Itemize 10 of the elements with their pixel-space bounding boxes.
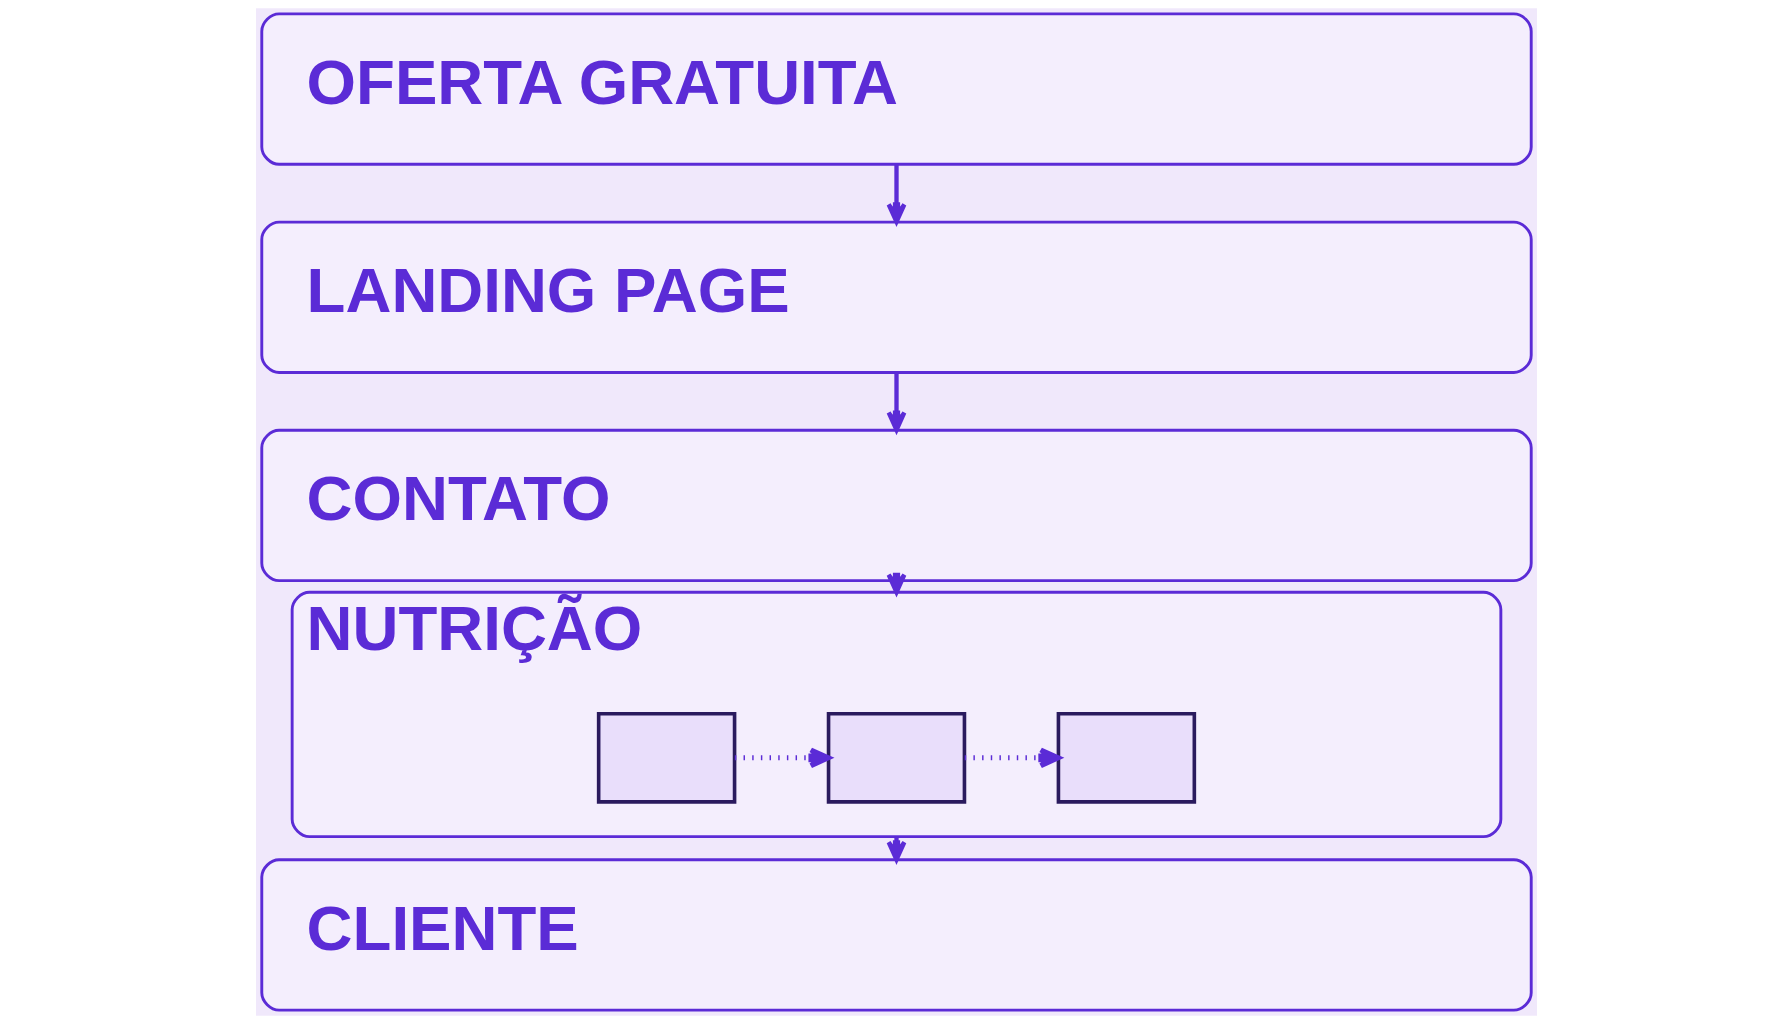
node-box: CLIENTE <box>259 858 1533 1012</box>
node-box: LANDING PAGE <box>259 220 1533 374</box>
node-envelope <box>1056 711 1196 804</box>
node-box: OFERTA GRATUITA <box>259 12 1533 166</box>
node-envelope <box>826 711 966 804</box>
arrow <box>886 164 906 224</box>
arrow <box>886 572 906 595</box>
arrow <box>886 372 906 433</box>
cluster: NUTRIÇÃO <box>290 590 1502 839</box>
node-envelope <box>596 711 736 804</box>
